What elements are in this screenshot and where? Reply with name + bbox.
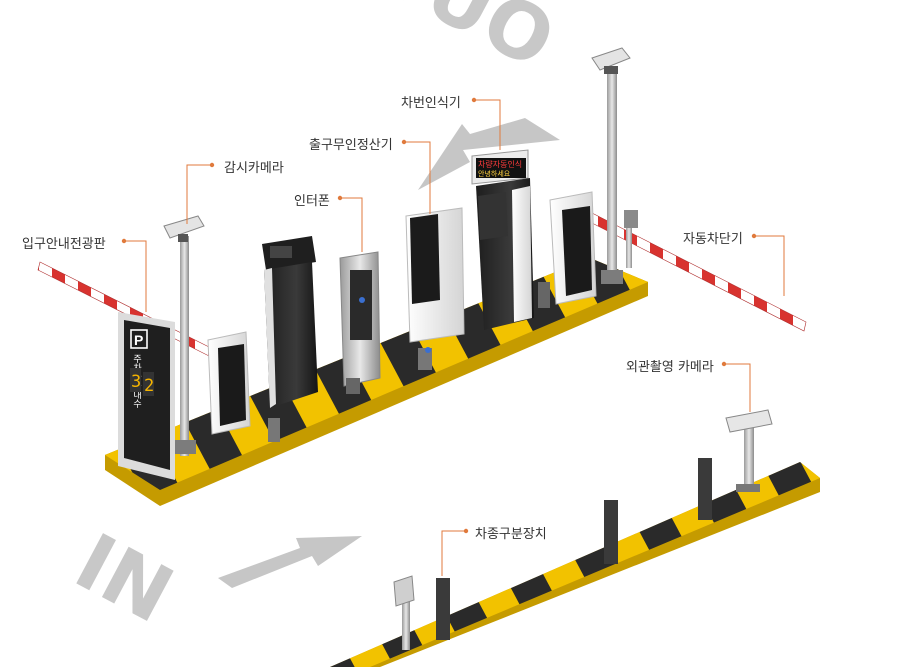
cctv-pole: [163, 215, 205, 456]
exit-kiosk-blue-light-icon: [425, 347, 431, 353]
exit-barrier-housing: [538, 191, 597, 308]
callout-auto-barrier: [754, 235, 785, 296]
lpr-display-line1: 차량자동인식: [478, 159, 522, 169]
entrance-signboard: P 주차가능대수 3 2: [118, 312, 175, 480]
vehicle-classifier-posts: [393, 458, 712, 650]
entrance-barrier-housing: [207, 331, 251, 435]
in-arrow-icon: [218, 536, 362, 588]
callout-vehicle-classifier: [441, 530, 466, 576]
callout-exterior-camera: [724, 363, 751, 412]
signboard-count-digit2: 2: [144, 376, 154, 396]
lpr-display-line2: 안녕하세요: [478, 169, 511, 178]
label-vehicle-classifier: 차종구분장치: [475, 527, 547, 542]
label-intercom: 인터폰: [294, 194, 330, 209]
exit-payment-kiosk: [405, 207, 465, 370]
label-exterior-camera: 외관촬영 카메라: [626, 360, 714, 375]
exit-cctv-camera-icon: [591, 47, 631, 71]
callout-intercom: [340, 197, 363, 252]
exterior-camera: [725, 409, 773, 492]
parking-p-icon: [130, 329, 148, 349]
exit-side-camera: [624, 210, 638, 268]
lower-island: [330, 462, 820, 667]
callout-dots: [121, 97, 757, 534]
road-out-text: OUT: [365, 0, 569, 87]
plate-recognition-unit: 차량자동인식 안녕하세요: [471, 149, 534, 330]
callout-cctv: [186, 164, 212, 224]
exit-cctv-pole: [591, 47, 631, 284]
callout-entrance-board: [124, 240, 147, 312]
label-cctv: 감시카메라: [224, 161, 284, 176]
label-entrance-board: 입구안내전광판: [22, 237, 106, 252]
road-marking-out: OUT: [365, 0, 569, 190]
road-in-text: IN: [61, 517, 187, 641]
road-marking-in: IN: [61, 517, 362, 641]
label-auto-barrier: 자동차단기: [683, 232, 743, 247]
callout-lines: [124, 99, 785, 576]
callout-exit-kiosk: [404, 141, 431, 214]
intercom-button-icon: [359, 297, 365, 303]
out-arrow-icon: [418, 118, 560, 190]
label-exit-kiosk: 출구무인정산기: [309, 138, 393, 153]
callout-plate-recognition: [474, 99, 501, 150]
intercom-pillar: [339, 251, 381, 394]
exterior-camera-icon: [725, 409, 773, 433]
label-plate-recognition: 차번인식기: [401, 96, 461, 111]
entrance-ticket-kiosk: [262, 236, 318, 442]
signboard-count-digit1: 3: [131, 372, 141, 392]
signboard-p-symbol: P: [134, 332, 143, 348]
